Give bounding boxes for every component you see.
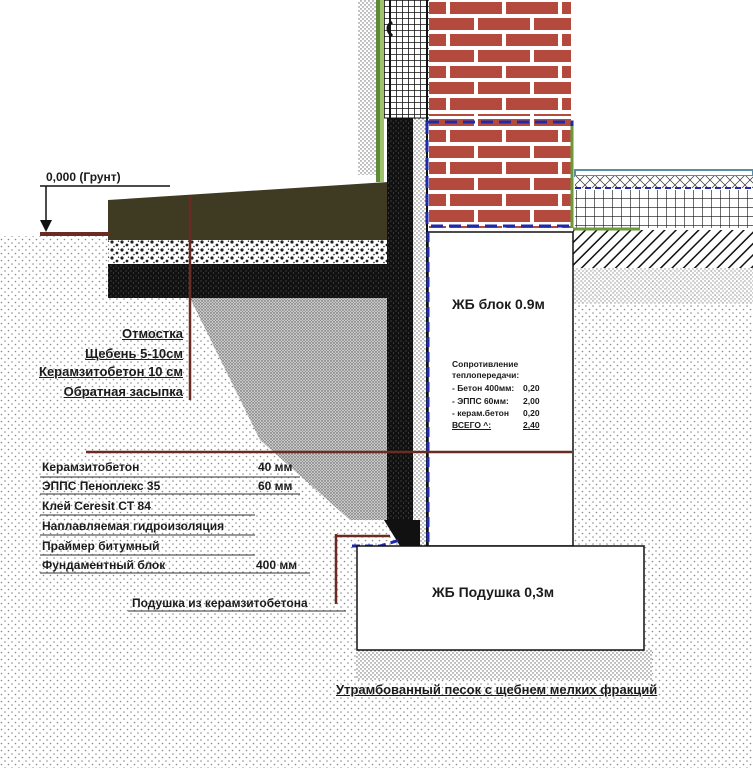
label-keramzitobeton: Керамзитобетон 10 см [39, 364, 183, 379]
floor-cross [575, 176, 753, 188]
floor-hatch [573, 230, 753, 268]
insulation-strip [387, 116, 413, 522]
resistance-row-3-name: - керам.бетон [452, 408, 509, 418]
layer-name-4: Наплавляемая гидроизоляция [42, 519, 225, 533]
block-label: ЖБ блок 0.9м [452, 296, 545, 312]
brick-wall [429, 0, 571, 228]
otmostka-layer [108, 182, 388, 240]
concrete-pad [356, 545, 645, 651]
floor-finish [574, 169, 753, 177]
resistance-row-1-value: 0,20 [523, 383, 540, 393]
resistance-row-2-value: 2,00 [523, 396, 540, 406]
resistance-row-1-name: - Бетон 400мм: [452, 383, 515, 393]
layer-value-6: 400 мм [256, 558, 298, 572]
dense-strip [413, 116, 427, 546]
layer-value-2: 60 мм [258, 479, 293, 493]
layer-name-2: ЭППС Пеноплекс 35 [42, 479, 161, 493]
resistance-total-name: ВСЕГО ^: [452, 420, 492, 430]
blue-dashed-frame [425, 120, 574, 228]
label-sheben: Щебень 5-10см [85, 346, 183, 361]
resistance-row-2-name: - ЭППС 60мм: [452, 396, 509, 406]
layer-name-6: Фундаментный блок [42, 558, 166, 572]
facade-strip [358, 0, 378, 175]
sand-layer [356, 650, 652, 680]
pad-label: ЖБ Подушка 0,3м [432, 584, 555, 600]
floor-insulation [575, 190, 753, 228]
backfill-shadow [190, 298, 388, 520]
ground-level-label: 0,000 (Грунт) [46, 170, 121, 184]
resistance-title-1: Сопротивление [452, 359, 519, 369]
layer-value-1: 40 мм [258, 460, 293, 474]
resistance-title-2: теплопередачи: [452, 370, 520, 380]
layer-name-5: Праймер битумный [42, 539, 160, 553]
label-backfill: Обратная засыпка [63, 384, 183, 399]
layer-name-3: Клей Ceresit CT 84 [42, 499, 151, 513]
sand-label: Утрамбованный песок с щебнем мелких фрак… [336, 682, 658, 697]
label-otmostka: Отмостка [121, 326, 183, 341]
gravel-layer [108, 240, 390, 264]
layer-name-1: Керамзитобетон [42, 460, 140, 474]
keramzitobeton-layer [108, 264, 390, 298]
resistance-row-3-value: 0,20 [523, 408, 540, 418]
resistance-total-value: 2,40 [523, 420, 540, 430]
podushka-label: Подушка из керамзитобетона [132, 596, 308, 610]
